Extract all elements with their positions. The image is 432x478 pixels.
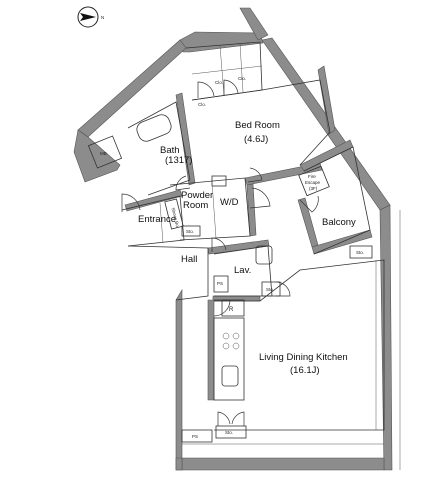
closet-divider-2 [239, 43, 244, 93]
door-closet-1 [197, 81, 215, 98]
wd-label: W/D [220, 197, 239, 208]
lav-sink [255, 245, 273, 265]
wall-right-diagonal [261, 37, 391, 211]
mb-box [87, 135, 123, 169]
balcony-outline [303, 146, 371, 255]
entrance-outline [121, 195, 185, 247]
bedroom-outline [191, 79, 331, 166]
wd-divider [211, 181, 217, 239]
room-labels: Bed Room (4.6J) Bath (1317) Powder Room … [138, 120, 356, 376]
compass-arrow-icon [80, 13, 96, 21]
wall-closet-right [317, 65, 336, 135]
stove-icon [222, 332, 240, 350]
wall-mb-box [73, 129, 121, 183]
kitchen-sink [221, 365, 239, 387]
door-entrance [121, 193, 141, 212]
door-bedroom [247, 167, 263, 183]
ldk-size: (16.1J) [290, 365, 320, 376]
exterior-walls [73, 7, 393, 471]
fire-escape-box [298, 165, 330, 197]
wall-bath-bed [175, 92, 196, 186]
bottom-ps-label: PS [192, 434, 198, 439]
bathtub [136, 114, 172, 142]
compass: N [77, 6, 104, 28]
wall-balcony-left [297, 197, 319, 248]
bath-size: (1317) [165, 155, 192, 166]
door-ldk [213, 299, 231, 317]
door-lav [275, 281, 291, 297]
powder-room-label-2: Room [183, 200, 208, 211]
lav-ps-label: PS [217, 281, 223, 286]
bedroom-label: Bed Room [235, 120, 280, 131]
mb-label: MB [100, 151, 107, 156]
wall-kitchen-left [207, 299, 215, 401]
kitchen-counter [213, 317, 245, 401]
door-powder [249, 187, 271, 209]
ldk-label: Living Dining Kitchen [259, 352, 348, 363]
bottom-storage-label: Sto. [225, 430, 233, 435]
bath-outline [127, 101, 191, 196]
bottom-storage-box [215, 425, 247, 439]
small-labels: MB Clo. Clo. Clo. Shoes Bo. Sto. PS Sto.… [100, 76, 364, 439]
powder-room-label-1: Powder [181, 190, 213, 201]
hall-outline [127, 245, 209, 301]
wall-left-long [175, 288, 183, 471]
lav-storage-label: Sto. [266, 287, 274, 292]
door-bath [175, 175, 191, 191]
refrigerator-label: R [229, 307, 234, 313]
closet-label-2: Clo. [215, 80, 223, 85]
balcony-storage-box [349, 245, 373, 259]
lav-storage-box [261, 281, 281, 297]
balcony-label: Balcony [322, 217, 356, 228]
fire-escape-label-2: Escape [305, 180, 321, 185]
ldk-outline [214, 259, 385, 431]
compass-circle [77, 6, 99, 28]
wall-wd-right [246, 183, 257, 237]
fire-escape-label-3: (3F) [309, 186, 318, 191]
bedroom-size: (4.6J) [244, 134, 268, 145]
lav-outline [213, 245, 273, 297]
doors [121, 79, 319, 426]
wall-bottom [181, 457, 385, 471]
door-hall [211, 237, 227, 252]
door-bottom-storage-right [231, 411, 245, 426]
entrance-label: Entrance [138, 214, 176, 225]
wall-top-right [239, 7, 269, 41]
entrance-storage-label: Sto. [186, 229, 194, 234]
door-bottom-storage-left [217, 411, 231, 426]
shoe-box [164, 198, 184, 230]
door-balcony [299, 195, 319, 213]
entrance-storage [181, 225, 201, 237]
compass-north-label: N [101, 15, 104, 20]
shoes-label: Shoes Bo. [171, 207, 181, 228]
hall-label: Hall [181, 254, 197, 265]
closet-shelf-line [191, 65, 263, 75]
door-closet-2 [223, 79, 239, 95]
lav-label: Lav. [234, 265, 251, 276]
fire-escape-label-1: Fire [308, 174, 316, 179]
closet-label-3: Clo. [238, 76, 246, 81]
bottom-ps-box [181, 429, 213, 443]
balcony-storage-label: Sto. [356, 250, 364, 255]
room-outlines [87, 41, 401, 470]
bath-label: Bath [160, 145, 180, 156]
wall-bottom-stub [175, 457, 183, 471]
wall-right-vertical [379, 204, 393, 471]
entrance-step [159, 202, 164, 244]
wall-upper-diagonal [179, 31, 264, 53]
refrigerator [221, 299, 245, 317]
closet-label-1: Clo. [198, 102, 206, 107]
lav-ps-box [213, 275, 229, 293]
